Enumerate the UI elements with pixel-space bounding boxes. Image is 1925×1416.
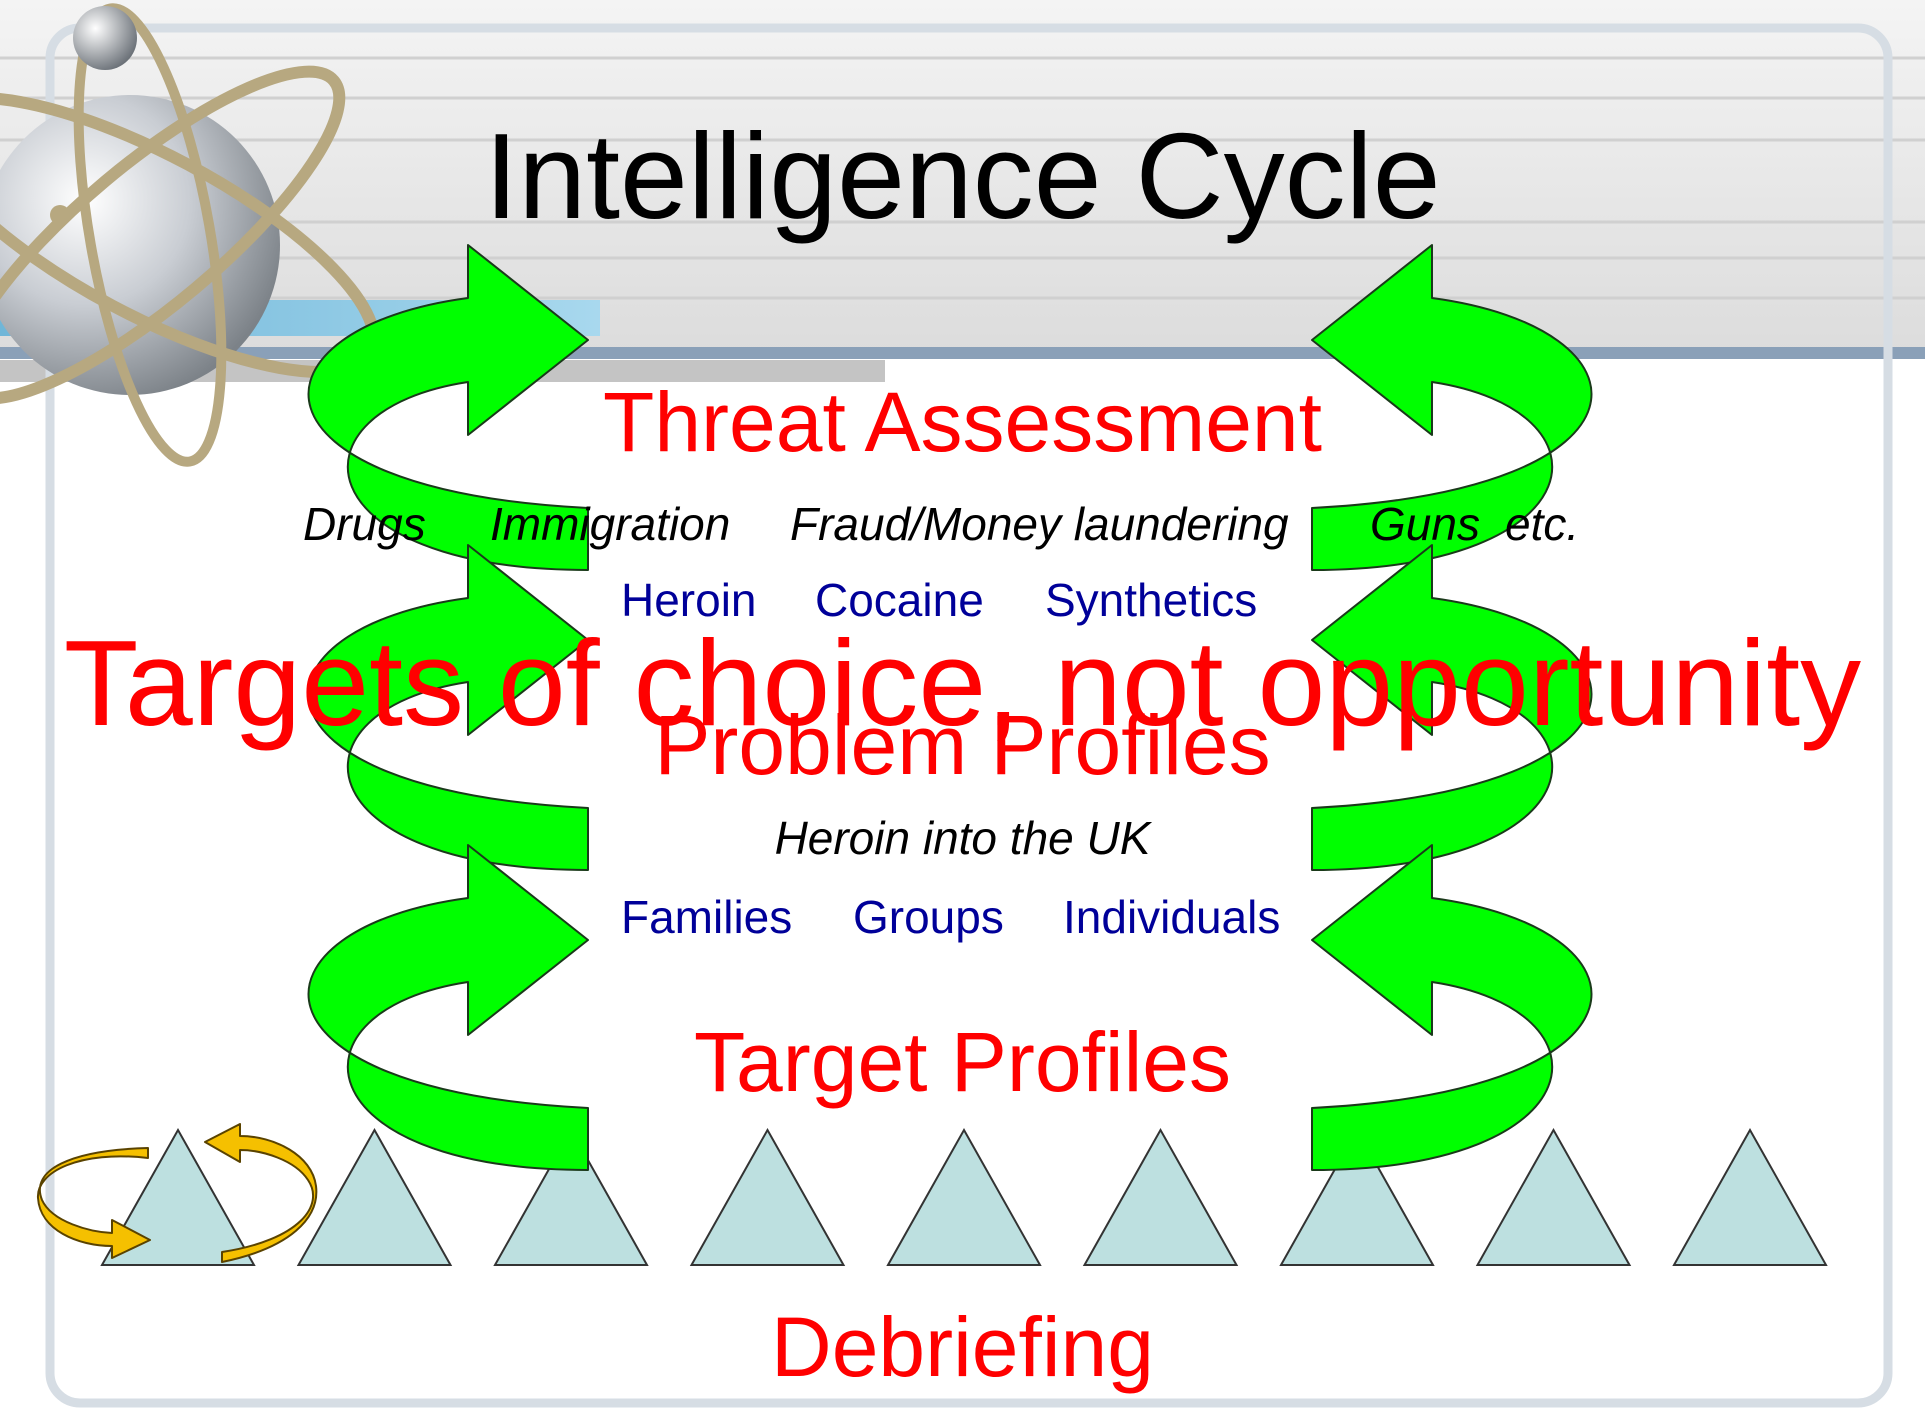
- triangle-icon: [1475, 1127, 1632, 1266]
- cycle-arrow-icon: [1311, 844, 1593, 1171]
- cycle-arrow-icon: [307, 544, 589, 871]
- threat-categories-row: Drugs Immigration Fraud/Money laundering…: [0, 497, 1925, 551]
- drug-type-label: Synthetics: [1045, 574, 1258, 626]
- stage-debriefing: Debriefing: [771, 1300, 1154, 1394]
- target-type-label: Groups: [853, 891, 1004, 943]
- drug-type-label: Cocaine: [815, 574, 984, 626]
- triangle-icon: [100, 1127, 256, 1266]
- triangle-icon: [886, 1127, 1042, 1266]
- triangle-icon: [689, 1127, 846, 1266]
- drug-types-row: Heroin Cocaine Synthetics: [0, 573, 1925, 627]
- cycle-arrow-icon: [36, 1147, 151, 1259]
- triangle-icon: [1279, 1127, 1435, 1266]
- atom-logo-icon: [0, 3, 380, 467]
- triangle-icon: [1082, 1127, 1239, 1266]
- category-label: Guns: [1370, 498, 1480, 550]
- cycle-arrow-icon: [307, 844, 589, 1171]
- cycle-arrow-icon: [1311, 544, 1593, 871]
- stage-target-profiles: Target Profiles: [694, 1015, 1231, 1109]
- problem-example: Heroin into the UK: [774, 812, 1151, 864]
- target-type-label: Individuals: [1063, 891, 1281, 943]
- triangle-icon: [296, 1127, 453, 1266]
- target-type-label: Families: [621, 891, 793, 943]
- cycle-arrow-icon: [307, 244, 589, 571]
- category-label: Fraud/Money laundering: [790, 498, 1289, 550]
- stage-threat-assessment: Threat Assessment: [603, 375, 1322, 469]
- category-label: etc.: [1505, 498, 1580, 550]
- stage-problem-profiles: Problem Profiles: [654, 698, 1271, 792]
- category-label: Drugs: [303, 498, 426, 550]
- slogan-banner: Targets of choice, not opportunity: [63, 615, 1862, 751]
- triangle-icon: [1672, 1127, 1828, 1266]
- cycle-arrow-icon: [204, 1123, 318, 1263]
- triangle-icon: [493, 1127, 649, 1266]
- category-label: Immigration: [490, 498, 731, 550]
- drug-type-label: Heroin: [621, 574, 757, 626]
- target-types-row: Families Groups Individuals: [0, 890, 1925, 944]
- page-title: Intelligence Cycle: [484, 108, 1441, 244]
- cycle-arrow-icon: [1311, 244, 1593, 571]
